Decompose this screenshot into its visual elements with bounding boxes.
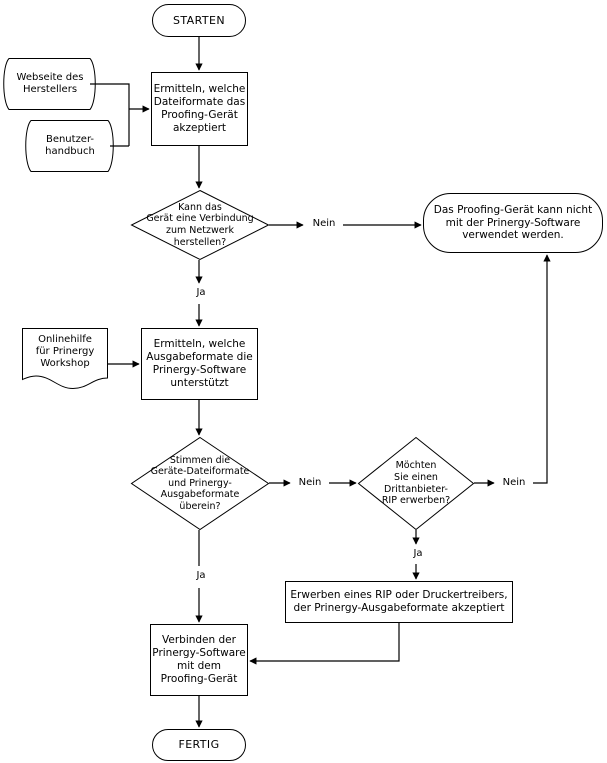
node-start-shape [152,4,246,37]
node-end-shape [152,729,246,761]
node-doc-onlinehilfe-shape [22,328,108,390]
node-proc-erwerben-shape [285,581,513,623]
node-dec-rip-shape [357,436,475,531]
edge-erwerben-to-verbinden [249,623,400,665]
edge-webseite-join [90,83,130,146]
node-proc-verbinden-shape [150,624,248,696]
node-dec-stimmen-shape [130,436,270,531]
node-proc-ausgabeformate-shape [141,328,258,400]
node-term-nicht-verwendbar-shape [423,193,603,253]
node-dec-netzwerk-shape [130,189,270,261]
node-doc-handbuch-shape [25,120,114,172]
node-proc-dateiformate-shape [151,72,248,146]
edge-rip-nein-b [529,254,551,484]
node-doc-webseite-shape [3,58,96,110]
